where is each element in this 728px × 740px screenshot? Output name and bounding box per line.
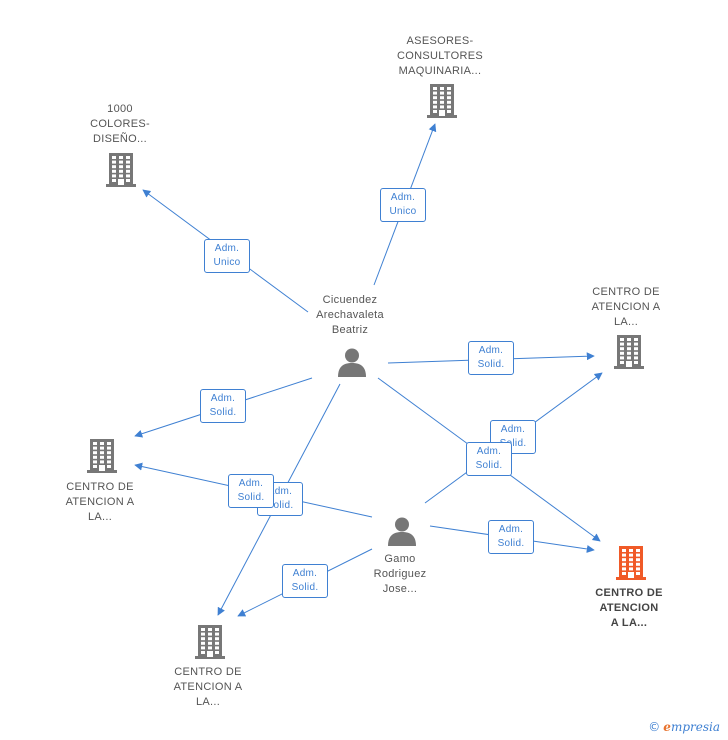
node-label-company-centro-left[interactable]: CENTRO DE ATENCION A LA... bbox=[66, 480, 135, 525]
edge-role-text: Adm. bbox=[210, 393, 236, 404]
edge-role-text: Solid. bbox=[497, 538, 525, 549]
node-label-line: Gamo bbox=[384, 553, 416, 565]
edge-role-badge-adm-solid[interactable]: Adm. Solid. bbox=[488, 520, 534, 554]
edge-role-text: Unico bbox=[213, 257, 241, 268]
edge-role-badge-adm-unico[interactable]: Adm. Unico bbox=[204, 239, 250, 273]
edge-role-badge-adm-solid[interactable]: Adm. Solid. bbox=[228, 474, 274, 508]
node-label-line: Rodriguez bbox=[373, 568, 427, 580]
node-label-line: Beatriz bbox=[331, 324, 369, 336]
node-label-line: DISEÑO... bbox=[92, 133, 148, 145]
edge-role-text: Adm. bbox=[476, 446, 502, 457]
node-label-line: ASESORES- bbox=[406, 35, 474, 47]
node-label-line: LA... bbox=[87, 511, 113, 523]
building-icon-highlighted[interactable] bbox=[616, 546, 646, 585]
node-label-line: 1000 bbox=[107, 103, 133, 115]
brand-initial: e bbox=[663, 720, 671, 734]
person-icon[interactable] bbox=[337, 347, 367, 382]
edge-role-text: Adm. bbox=[214, 243, 240, 254]
edge-role-text: Solid. bbox=[499, 438, 527, 449]
node-label-line: LA... bbox=[613, 316, 639, 328]
building-icon[interactable] bbox=[87, 439, 117, 478]
edge-role-badge-adm-solid[interactable]: Adm. Solid. bbox=[282, 564, 328, 598]
edge-role-text: Solid. bbox=[237, 492, 265, 503]
node-label-line: Jose... bbox=[382, 583, 418, 595]
node-label-line: Arechavaleta bbox=[316, 309, 384, 321]
edge-role-badge-adm-solid[interactable]: Adm. Solid. bbox=[468, 341, 514, 375]
edge-role-text: Solid. bbox=[209, 407, 237, 418]
edge-role-text: Solid. bbox=[266, 500, 294, 511]
node-label-line: CENTRO DE bbox=[174, 666, 242, 678]
node-label-company-centro-right-top[interactable]: CENTRO DE ATENCION A LA... bbox=[592, 285, 661, 330]
node-label-company-centro-bottom[interactable]: CENTRO DE ATENCION A LA... bbox=[174, 665, 243, 710]
node-label-line: CONSULTORES bbox=[396, 50, 484, 62]
person-icon[interactable] bbox=[387, 516, 417, 551]
node-label-line: A LA... bbox=[610, 617, 648, 629]
node-label-line: CENTRO DE bbox=[592, 286, 660, 298]
edge-role-text: Solid. bbox=[291, 582, 319, 593]
node-label-line: Cicuendez bbox=[322, 294, 378, 306]
node-label-line: ATENCION A bbox=[591, 301, 661, 313]
node-label-line: COLORES- bbox=[90, 118, 150, 130]
edge-role-text: Adm. bbox=[478, 345, 504, 356]
node-label-company-asesores[interactable]: ASESORES- CONSULTORES MAQUINARIA... bbox=[397, 34, 483, 79]
edge-role-text: Adm. bbox=[267, 486, 293, 497]
edge-role-text: Unico bbox=[389, 206, 417, 217]
edge-role-badge-adm-unico[interactable]: Adm. Unico bbox=[380, 188, 426, 222]
node-label-line: CENTRO DE bbox=[66, 481, 134, 493]
edge-role-text: Solid. bbox=[477, 359, 505, 370]
edge-role-badge-adm-solid[interactable]: Adm. Solid. bbox=[200, 389, 246, 423]
edge-role-text: Adm. bbox=[292, 568, 318, 579]
edge-role-text: Adm. bbox=[238, 478, 264, 489]
node-label-line: LA... bbox=[195, 696, 221, 708]
edge-role-text: Adm. bbox=[500, 424, 526, 435]
edge-role-text: Adm. bbox=[498, 524, 524, 535]
building-icon[interactable] bbox=[106, 153, 136, 192]
empresia-brand[interactable]: ©empresia bbox=[648, 720, 720, 734]
edge-role-text: Solid. bbox=[475, 460, 503, 471]
building-icon[interactable] bbox=[427, 84, 457, 123]
copyright-icon: © bbox=[648, 720, 661, 734]
node-label-line: ATENCION A bbox=[173, 681, 243, 693]
edge-role-badge-adm-solid[interactable]: Adm. Solid. bbox=[466, 442, 512, 476]
brand-name-rest: mpresia bbox=[670, 720, 720, 734]
node-label-line: MAQUINARIA... bbox=[398, 65, 482, 77]
building-icon[interactable] bbox=[195, 625, 225, 664]
node-label-line: ATENCION bbox=[599, 602, 659, 614]
node-label-company-centro-highlight[interactable]: CENTRO DE ATENCION A LA... bbox=[595, 586, 662, 631]
edge-role-text: Adm. bbox=[390, 192, 416, 203]
building-icon[interactable] bbox=[614, 335, 644, 374]
node-label-line: CENTRO DE bbox=[595, 587, 663, 599]
node-label-line: ATENCION A bbox=[65, 496, 135, 508]
